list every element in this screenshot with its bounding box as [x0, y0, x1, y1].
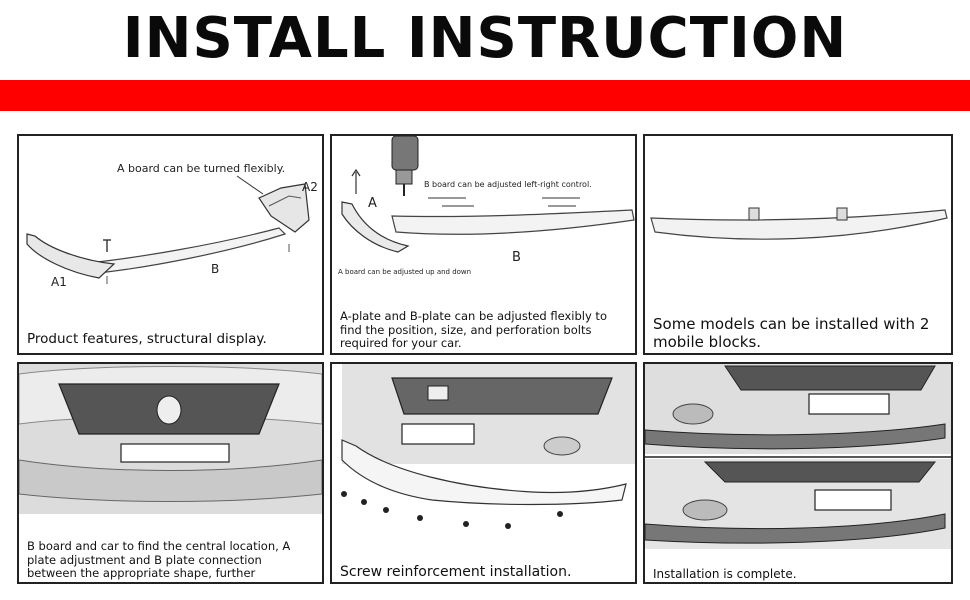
- label-a2: A2: [302, 180, 318, 194]
- plates-adjustment-illustration: [341, 136, 635, 253]
- screw-icon: [341, 491, 563, 529]
- page-title: INSTALL INSTRUCTION: [122, 6, 848, 71]
- panel-product-features: A board can be turned flexibly. A2 A1 B …: [17, 134, 324, 355]
- panel-caption: Product features, structural display.: [27, 331, 267, 347]
- panel-adjustable-plates: B board can be adjusted left-right contr…: [330, 134, 637, 355]
- panel-screw-reinforcement: Screw reinforcement installation.: [330, 362, 637, 584]
- panel-central-location: B board and car to find the central loca…: [17, 362, 324, 584]
- label-b: B: [512, 250, 521, 265]
- panel-caption: B board and car to find the central loca…: [27, 539, 291, 582]
- spoiler-structure-illustration: [26, 175, 310, 284]
- panel-installation-complete: Installation is complete.: [643, 362, 953, 584]
- label-a-board-note: A board can be turned flexibly.: [117, 162, 286, 175]
- panel-caption: Installation is complete.: [653, 567, 797, 581]
- label-b-board-note: B board can be adjusted left-right contr…: [424, 180, 592, 189]
- drill-icon: [391, 136, 419, 196]
- label-a1: A1: [51, 275, 67, 289]
- panel-caption: Some models can be installed with 2 mobi…: [653, 315, 930, 351]
- label-a: A: [368, 196, 377, 211]
- panel-caption: Screw reinforcement installation.: [340, 564, 572, 580]
- screw-installation-illustration: [341, 364, 635, 529]
- label-a-board-note: A board can be adjusted up and down: [338, 268, 472, 276]
- panel-caption: A-plate and B-plate can be adjusted flex…: [340, 309, 607, 351]
- installed-car-illustration: [645, 364, 951, 549]
- label-b: B: [211, 262, 220, 276]
- panel-mobile-blocks: Some models can be installed with 2 mobi…: [643, 134, 953, 355]
- mobile-blocks-illustration: [650, 207, 948, 240]
- red-divider-bar: [0, 80, 970, 111]
- car-front-illustration: [19, 364, 322, 514]
